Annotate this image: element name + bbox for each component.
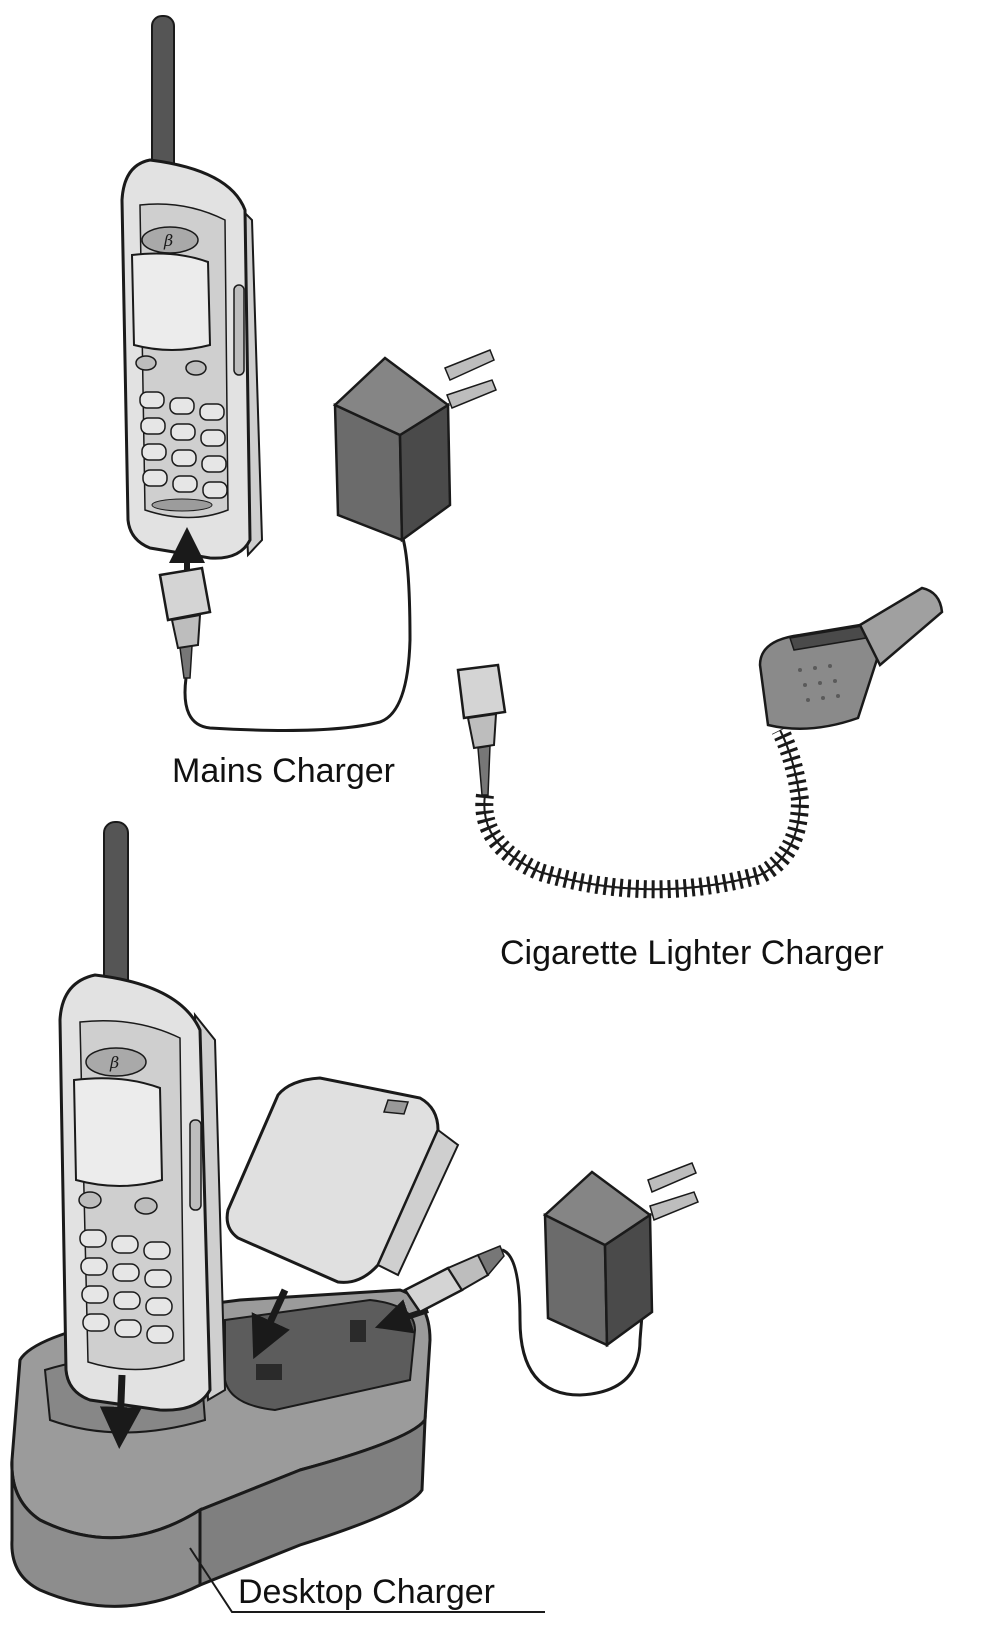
mains-strain-relief [179, 645, 193, 679]
cradle-contact [256, 1364, 282, 1380]
phone-logo: β [109, 1053, 119, 1072]
phone-logo: β [163, 231, 173, 250]
phone-side-buttons [233, 284, 245, 376]
phone-keypad [139, 391, 228, 499]
battery-edge [376, 1128, 460, 1277]
battery-latch [382, 1099, 410, 1115]
desktop-label-leader [189, 1547, 545, 1613]
phone-soft-key-right [134, 1197, 158, 1215]
cigarette-coiled-cable [475, 725, 810, 899]
cigarette-connector-neck [466, 712, 498, 750]
phone-screen [72, 1077, 164, 1187]
phone-antenna [151, 15, 175, 185]
cigarette-plug-barrel [858, 586, 944, 667]
cigarette-lighter-charger-label: Cigarette Lighter Charger [500, 934, 884, 972]
desktop-prong-lower [649, 1191, 699, 1222]
phone-logo-badge [141, 226, 199, 254]
mains-prong-lower [446, 379, 497, 409]
cigarette-plug-grip [798, 664, 840, 702]
mains-charger [158, 349, 497, 732]
cigarette-lighter-charger [456, 586, 944, 899]
phone-insert-arrow [99, 1374, 142, 1449]
cradle-dc-socket [350, 1320, 366, 1342]
phone-brand-strip [151, 498, 213, 512]
battery-pack [225, 1076, 460, 1284]
cradle-side-face [198, 1415, 427, 1588]
phone-side-buttons [189, 1119, 202, 1211]
desktop-adapter-top [542, 1170, 653, 1247]
mains-connector-plug [158, 566, 212, 622]
mobile-phone-top: β [120, 15, 264, 560]
mains-adapter-top [332, 356, 451, 437]
cigarette-strain-relief [477, 745, 491, 796]
desktop-prong-upper [647, 1162, 697, 1194]
mobile-phone-bottom: β [58, 821, 227, 1412]
phone-screen [130, 252, 212, 351]
mains-connector-neck [170, 613, 202, 650]
mains-prong-upper [444, 349, 495, 382]
desktop-mains-adapter [403, 1162, 699, 1397]
phone-soft-key-right [185, 360, 207, 376]
desktop-cable [501, 1248, 644, 1397]
phone-soft-key-left [78, 1191, 102, 1209]
phone-keypad [79, 1229, 174, 1344]
desktop-charger-label: Desktop Charger [238, 1573, 496, 1611]
phone-antenna [103, 821, 129, 1003]
phone-soft-key-left [135, 355, 157, 371]
desktop-strain-relief [476, 1245, 505, 1277]
mains-charger-label: Mains Charger [172, 752, 395, 790]
battery-insert-arrow [251, 1288, 290, 1360]
mains-cable [183, 534, 412, 732]
phone-logo-badge [85, 1047, 147, 1077]
cigarette-connector-plug [456, 663, 507, 720]
